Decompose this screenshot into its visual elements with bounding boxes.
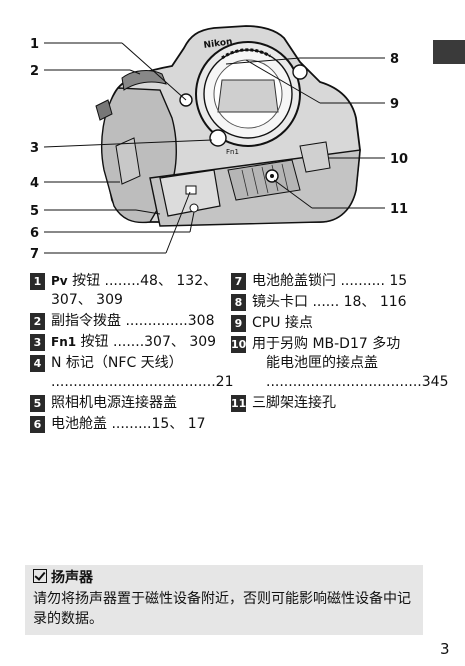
legend-item: 2 副指令拨盘 ..............308 <box>30 312 220 331</box>
callout-3: 3 <box>30 141 39 156</box>
legend-text: 用于另购 MB-D17 多功 <box>252 336 401 352</box>
callout-7: 7 <box>30 247 39 262</box>
callout-11: 11 <box>390 202 408 217</box>
legend-number: 7 <box>231 273 246 290</box>
note-title-text: 扬声器 <box>51 570 93 586</box>
fn1-small-label: Fn1 <box>226 148 239 156</box>
legend-continuation: 307、 309 <box>51 292 123 308</box>
page-number: 3 <box>440 640 450 658</box>
note-title: 扬声器 <box>33 569 415 587</box>
legend-continuation: ...................................345 <box>266 374 449 390</box>
callout-8: 8 <box>390 52 399 67</box>
legend-number: 8 <box>231 294 246 311</box>
checkmark-icon <box>33 569 47 583</box>
camera-illustration: Fn1 Nikon <box>95 25 361 227</box>
legend-item: 1 Pv 按钮 ........48、 132、 307、 309 <box>30 272 220 310</box>
legend-text: N 标记（NFC 天线） <box>51 355 183 371</box>
camera-brand-logo: Nikon <box>203 37 233 51</box>
legend-text: 电池舱盖锁闩 .......... 15 <box>252 273 408 289</box>
legend-number: 5 <box>30 395 45 412</box>
callout-4: 4 <box>30 176 39 191</box>
callout-1: 1 <box>30 37 39 52</box>
legend-text: 三脚架连接孔 <box>252 395 336 411</box>
legend-text: CPU 接点 <box>252 315 313 331</box>
legend-text: 镜头卡口 ...... 18、 116 <box>252 294 407 310</box>
note-box: 扬声器 请勿将扬声器置于磁性设备附近，否则可能影响磁性设备中记录的数据。 <box>25 565 423 635</box>
legend-number: 9 <box>231 315 246 332</box>
legend-item: 6 电池舱盖 .........15、 17 <box>30 415 220 434</box>
note-body: 请勿将扬声器置于磁性设备附近，否则可能影响磁性设备中记录的数据。 <box>33 591 411 627</box>
callout-5: 5 <box>30 204 39 219</box>
legend-text: 按钮 .......307、 309 <box>76 334 217 350</box>
legend-number: 2 <box>30 313 45 330</box>
legend-key: Fn1 <box>51 335 77 349</box>
camera-diagram: Fn1 Nikon <box>30 25 408 262</box>
legend-item: 10 用于另购 MB-D17 多功 能电池匣的接点盖 .............… <box>231 335 448 392</box>
section-tab-marker <box>433 40 465 64</box>
legend-number: 4 <box>30 355 45 372</box>
legend-item: 4 N 标记（NFC 天线） .........................… <box>30 354 233 392</box>
legend-item: 8 镜头卡口 ...... 18、 116 <box>231 293 426 312</box>
legend-text: 副指令拨盘 ..............308 <box>51 313 215 329</box>
callout-10: 10 <box>390 152 408 167</box>
legend-key: Pv <box>51 274 68 288</box>
legend-right-column: 7 电池舱盖锁闩 .......... 15 8 镜头卡口 ...... 18、… <box>231 272 448 415</box>
legend-left-column: 1 Pv 按钮 ........48、 132、 307、 309 2 副指令拨… <box>30 272 233 436</box>
callout-leaders <box>43 42 385 254</box>
legend-text: 照相机电源连接器盖 <box>51 395 177 411</box>
legend-text: 电池舱盖 .........15、 17 <box>51 416 206 432</box>
legend-number: 1 <box>30 273 45 290</box>
legend-item: 7 电池舱盖锁闩 .......... 15 <box>231 272 426 291</box>
callout-6: 6 <box>30 226 39 241</box>
legend-item: 5 照相机电源连接器盖 <box>30 394 220 413</box>
legend-number: 6 <box>30 416 45 433</box>
legend-number: 3 <box>30 334 45 351</box>
callout-2: 2 <box>30 64 39 79</box>
legend-continuation: 能电池匣的接点盖 <box>266 355 378 371</box>
legend-continuation: .....................................21 <box>51 374 234 390</box>
legend-item: 11 三脚架连接孔 <box>231 394 426 413</box>
legend-number: 11 <box>231 395 247 412</box>
legend-number: 10 <box>231 336 247 353</box>
legend-item: 9 CPU 接点 <box>231 314 426 333</box>
legend-item: 3 Fn1 按钮 .......307、 309 <box>30 333 220 352</box>
callout-9: 9 <box>390 97 399 112</box>
legend-text: 按钮 ........48、 132、 <box>67 273 218 289</box>
